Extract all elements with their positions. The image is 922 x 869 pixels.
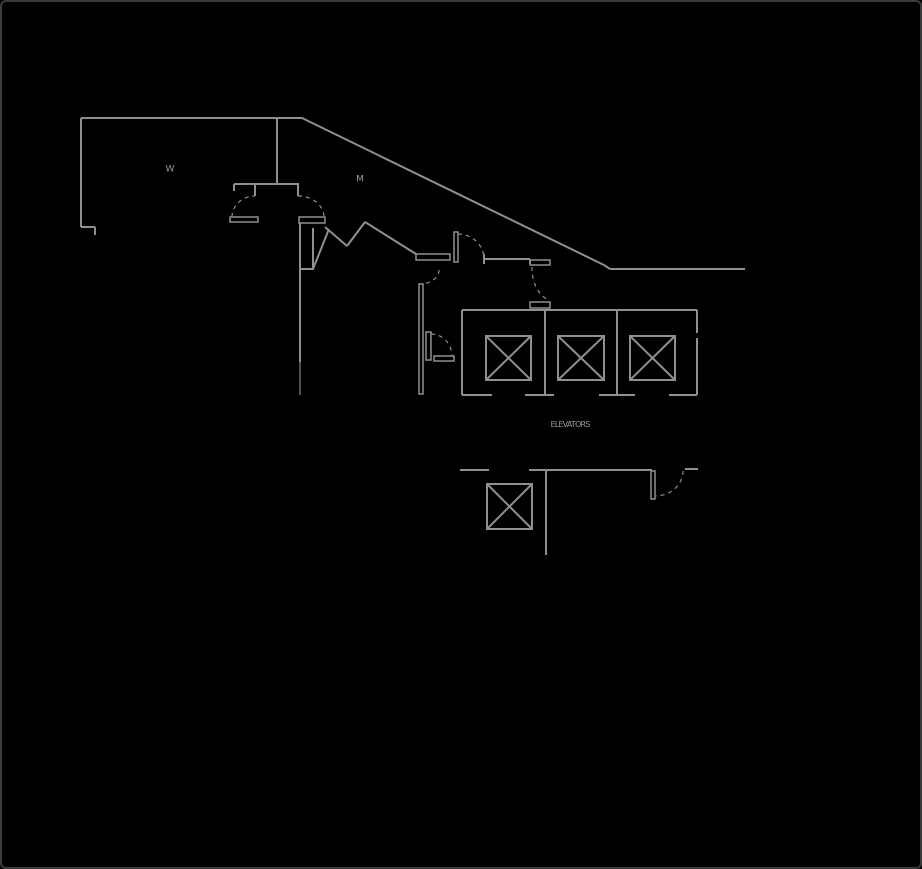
elevator-shaft-1-x-diagonal [485, 335, 532, 381]
corridor-door-swing [457, 233, 485, 260]
vestibule-jamb-bottom [529, 301, 551, 309]
vestibule-door-swing [531, 266, 550, 301]
wall-segment [301, 117, 605, 266]
lobby-nw-door-swing [419, 269, 440, 285]
lobby-sw-door-foot [433, 355, 455, 362]
wall-segment [364, 221, 417, 255]
elevator-shaft-2 [557, 335, 605, 381]
elevator-shaft-2-x-diagonal [557, 335, 605, 381]
corridor-door-leaf [453, 231, 459, 263]
elevator-shaft-3 [629, 335, 676, 381]
womens-door-swing [231, 195, 256, 218]
lobby-west-wall [418, 283, 424, 395]
wall-segment [312, 228, 330, 270]
service-shaft-x-diagonal [486, 483, 533, 530]
lower-door-jamb [650, 470, 656, 500]
elevator-shaft-3-x-diagonal [629, 335, 676, 381]
wall-segment [603, 264, 611, 270]
lower-right-door-swing [654, 470, 684, 497]
womens-door-leaf [229, 216, 259, 223]
lobby-sw-door-jamb [425, 331, 432, 361]
elevator-shaft-1 [485, 335, 532, 381]
wall-segment [324, 226, 348, 247]
vestibule-jamb-top [529, 259, 551, 266]
corridor-wall-segment [415, 253, 451, 261]
mens-door-swing [297, 195, 325, 218]
wall-segment [346, 221, 366, 247]
lobby-sw-door-swing [430, 333, 453, 357]
mens-door-leaf [298, 216, 326, 224]
service-shaft [486, 483, 533, 530]
